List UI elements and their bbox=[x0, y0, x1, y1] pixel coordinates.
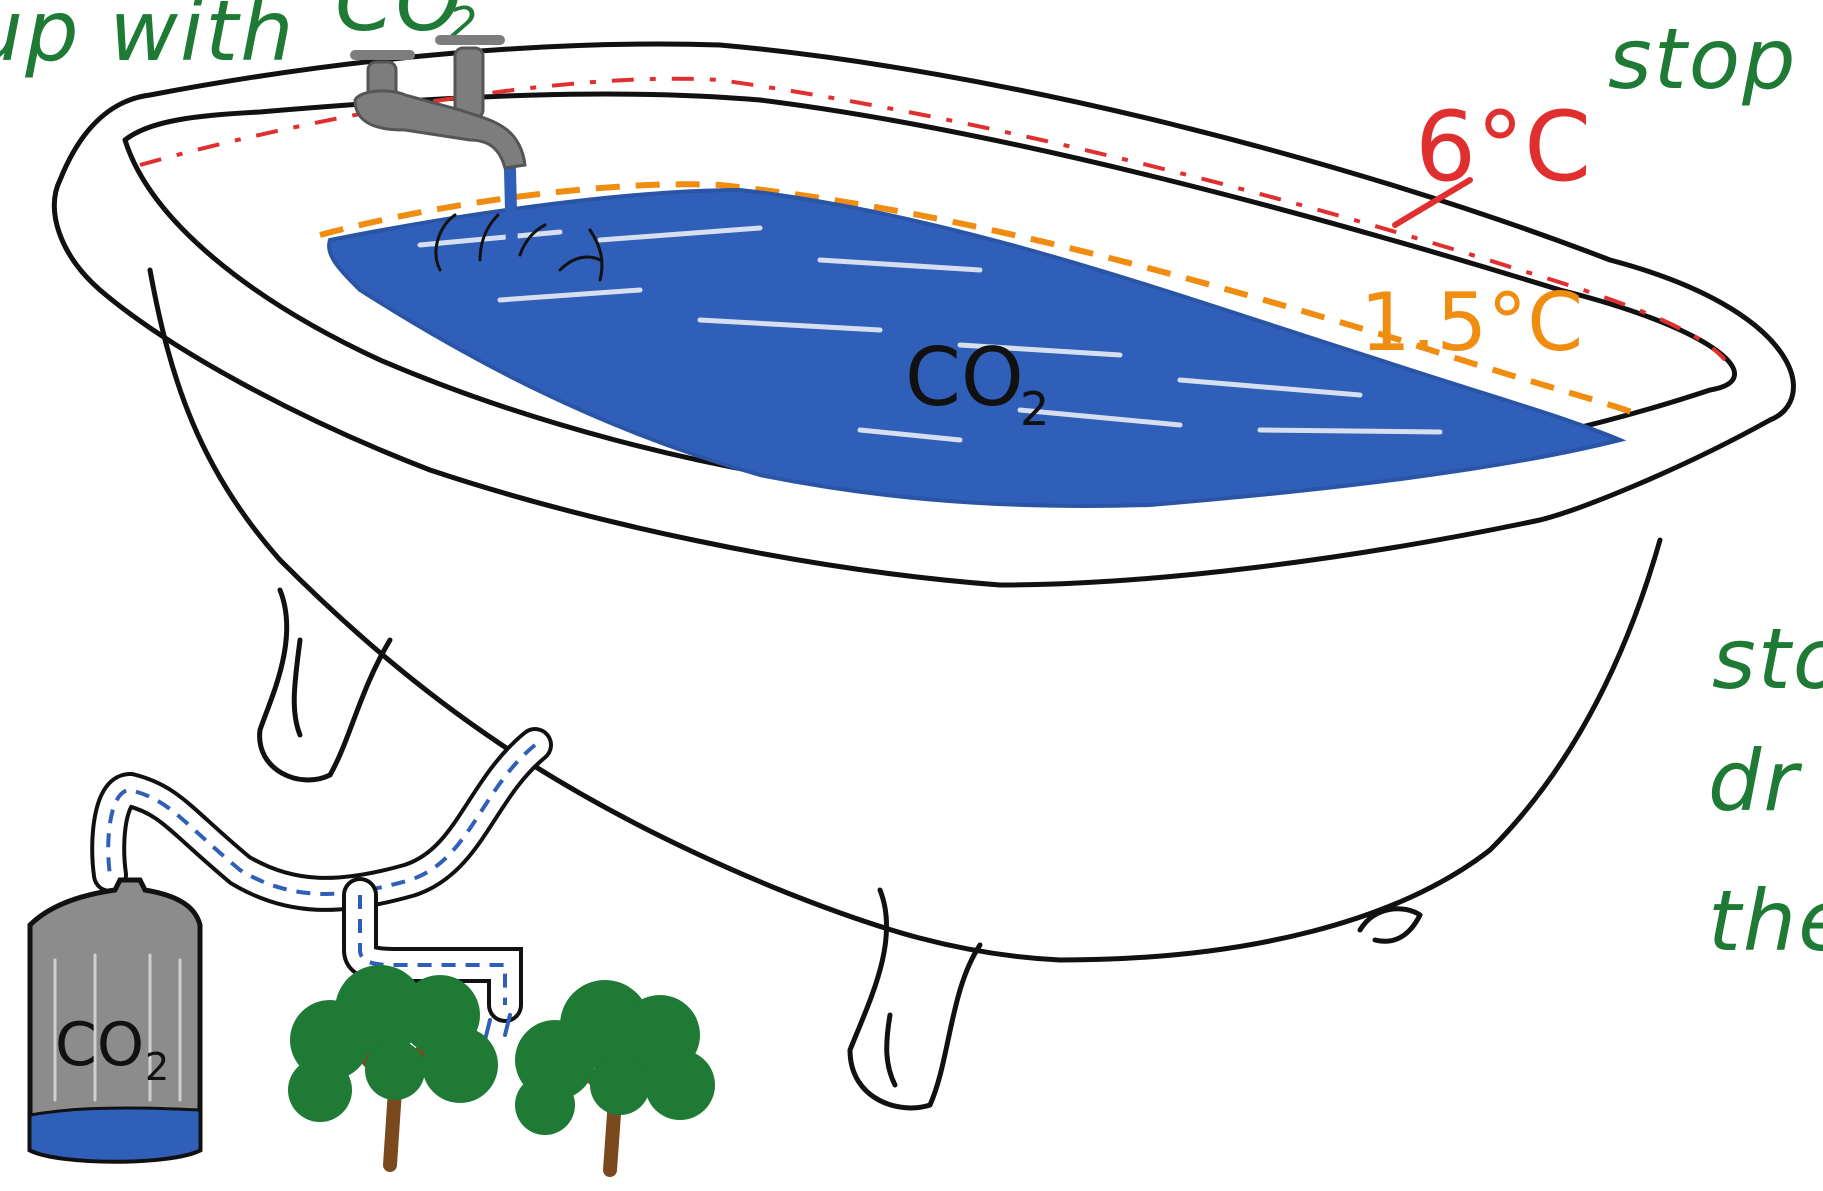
right-caption-line3: the bbox=[1708, 872, 1823, 970]
tree-icon bbox=[515, 980, 715, 1170]
top-left-caption: up with CO 2 bbox=[0, 0, 479, 80]
top-left-caption-text: up with bbox=[0, 0, 295, 80]
water-label-text: CO bbox=[905, 331, 1024, 424]
faucet-icon bbox=[355, 40, 525, 168]
limit-1.5c-label: 1.5°C bbox=[1360, 276, 1583, 369]
bathtub-icon bbox=[54, 44, 1793, 1108]
right-caption-line1: sto bbox=[1712, 610, 1823, 708]
top-right-caption: stop bbox=[1608, 10, 1797, 108]
right-caption: sto dr the bbox=[1708, 610, 1823, 970]
tank-label-subscript: 2 bbox=[145, 1045, 169, 1089]
tree-icon bbox=[288, 965, 498, 1165]
limit-6c-label: 6°C bbox=[1415, 91, 1591, 203]
water-label-subscript: 2 bbox=[1020, 382, 1049, 436]
co2-tank-icon: CO 2 bbox=[30, 880, 200, 1161]
tank-label-text: CO bbox=[55, 1010, 144, 1080]
right-caption-line2: dr bbox=[1708, 732, 1802, 830]
